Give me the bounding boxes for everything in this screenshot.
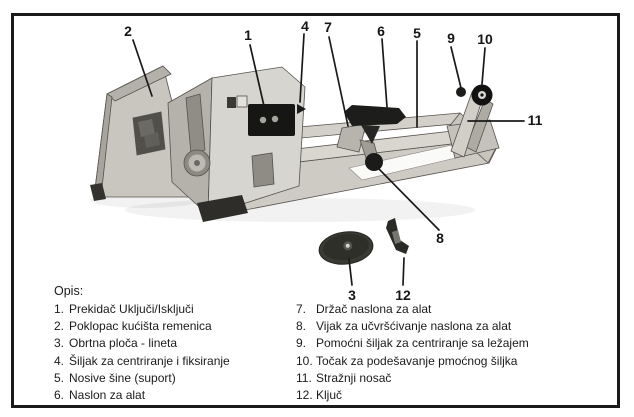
callout-number-9: 9 <box>447 30 455 46</box>
callout-number-5: 5 <box>413 25 421 41</box>
wrench-shape <box>386 218 409 254</box>
clamp-knob-shape <box>365 153 383 171</box>
legend-item-number: 11. <box>296 370 312 385</box>
legend-item-number: 3. <box>54 336 65 351</box>
legend-item-number: 9. <box>296 336 307 351</box>
legend-item: 3. Obrtna ploča - lineta <box>54 336 230 353</box>
legend-item-text: Obrtna ploča - lineta <box>69 336 178 351</box>
belt-cover-shape <box>90 65 197 201</box>
legend-item-number: 1. <box>54 302 65 316</box>
headstock-shape <box>167 66 306 222</box>
legend-item-number: 2. <box>54 319 65 334</box>
legend-item-text: Vijak za učvršćivanje naslona za alat <box>316 319 512 334</box>
leader-line-9 <box>450 46 462 89</box>
legend-item-text: Naslon za alat <box>69 387 146 402</box>
callout-number-11: 11 <box>528 112 543 128</box>
tailstock-shape <box>446 84 500 159</box>
legend-right-column: 7. Držač naslona za alat 8. Vijak za učv… <box>296 302 529 405</box>
callout-number-7: 7 <box>324 19 332 35</box>
legend-title: Opis: <box>54 284 84 298</box>
legend-item-number: 8. <box>296 319 307 334</box>
legend-item-text: Prekidač Uključi/Isključi <box>69 302 194 316</box>
callout-number-3: 3 <box>348 287 356 303</box>
callout-number-8: 8 <box>436 230 444 246</box>
leader-line-4 <box>299 33 305 103</box>
legend-item-text: Poklopac kućišta remenica <box>69 319 212 334</box>
legend-item-number: 7. <box>296 302 307 316</box>
legend-item-text: Nosive šine (suport) <box>69 370 176 385</box>
faceplate-shape <box>318 231 374 265</box>
legend-item: 8. Vijak za učvršćivanje naslona za alat <box>296 319 529 336</box>
leader-arrow-4 <box>297 104 306 114</box>
legend-item-text: Ključ <box>316 387 343 402</box>
callout-number-1: 1 <box>244 27 252 43</box>
legend-item: 9. Pomoćni šiljak za centriranje sa leža… <box>296 336 529 353</box>
legend-item-number: 12. <box>296 387 313 402</box>
leader-line-2 <box>132 39 153 97</box>
leader-line-10 <box>481 47 486 85</box>
legend-item: 10. Točak za podešavanje pmoćnog šiljka <box>296 354 529 371</box>
legend-item: 12. Ključ <box>296 388 529 405</box>
leader-line-6 <box>381 38 388 108</box>
tool-rest-shape <box>336 105 406 171</box>
legend-item-number: 4. <box>54 353 65 368</box>
legend-item-text: Točak za podešavanje pmoćnog šiljka <box>316 353 518 368</box>
legend-item: 2. Poklopac kućišta remenica <box>54 319 230 336</box>
legend-item: 7. Držač naslona za alat <box>296 302 529 319</box>
leader-line-1 <box>249 44 265 107</box>
leader-line-3 <box>348 258 353 286</box>
legend-item: 4. Šiljak za centriranje i fiksiranje <box>54 354 230 371</box>
centering-point-shape <box>456 87 466 97</box>
legend-item-number: 6. <box>54 387 65 402</box>
handwheel-shape <box>471 84 493 106</box>
legend-item-text: Pomoćni šiljak za centriranje sa ležajem <box>316 336 529 351</box>
pulley-shape <box>183 149 211 177</box>
legend-item-text: Šiljak za centriranje i fiksiranje <box>69 353 230 368</box>
legend-item-text: Držač naslona za alat <box>316 302 432 316</box>
power-switch-shape <box>248 104 295 136</box>
legend-item: 6. Naslon za alat <box>54 388 230 405</box>
legend-item-number: 10. <box>296 353 313 368</box>
callout-number-10: 10 <box>477 31 493 47</box>
callout-number-4: 4 <box>301 18 309 34</box>
callout-number-2: 2 <box>124 23 132 39</box>
legend-item-number: 5. <box>54 370 65 385</box>
legend-item: 11. Stražnji nosač <box>296 371 529 388</box>
legend-left-column: 1. Prekidač Uključi/Isključi 2. Poklopac… <box>54 302 230 405</box>
leader-line-7 <box>328 36 349 127</box>
callout-number-12: 12 <box>395 287 411 303</box>
legend-item: 5. Nosive šine (suport) <box>54 371 230 388</box>
page-border-frame <box>11 13 620 408</box>
callout-number-6: 6 <box>377 23 385 39</box>
leader-line-12 <box>402 257 405 286</box>
legend-item: 1. Prekidač Uključi/Isključi <box>54 302 230 319</box>
leader-line-8 <box>377 167 440 231</box>
legend-item-text: Stražnji nosač <box>316 370 392 385</box>
